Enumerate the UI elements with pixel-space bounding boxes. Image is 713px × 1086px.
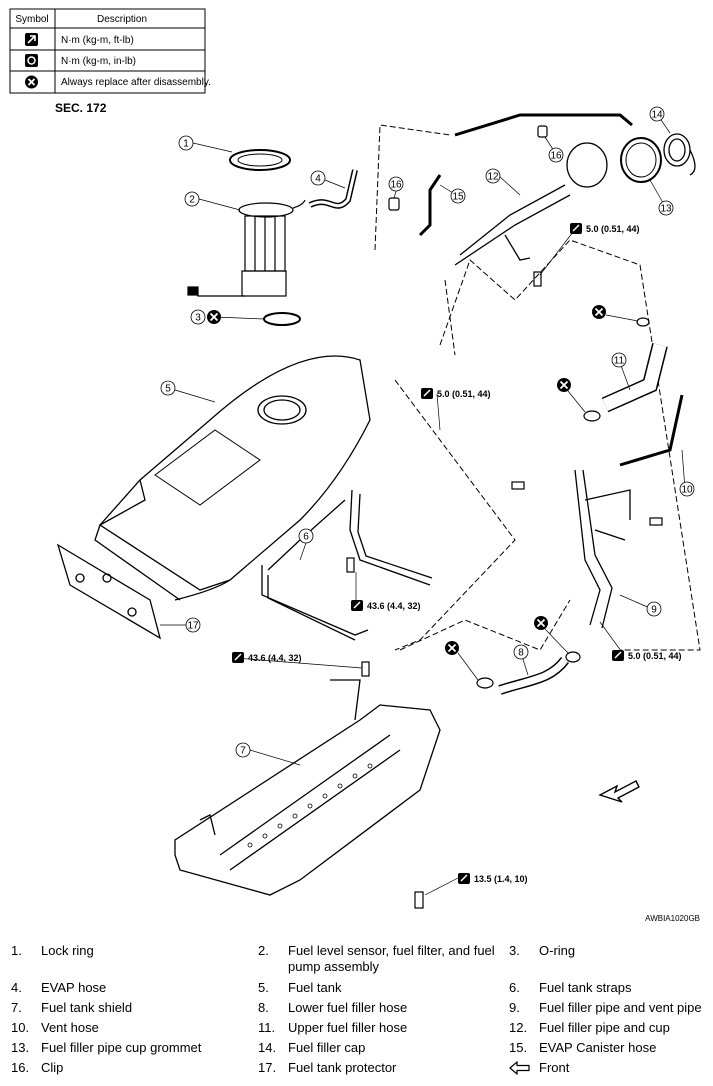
vent-hose xyxy=(619,394,684,467)
torque-value: 5.0 (0.51, 44) xyxy=(437,389,491,399)
section-label: SEC. 172 xyxy=(55,101,107,115)
symbol-row-2-text: N·m (kg-m, in-lb) xyxy=(61,56,136,67)
figure-code: AWBIA1020GB xyxy=(645,914,700,923)
reference-lines xyxy=(374,124,701,651)
callout-8: 8 xyxy=(518,648,524,659)
fuel-filler-cap xyxy=(663,133,696,176)
callout-16-b: 16 xyxy=(550,151,562,162)
torque-wrench-icon xyxy=(458,873,470,884)
torque-value: 43.6 (4.4, 32) xyxy=(248,653,302,663)
callout-11: 11 xyxy=(614,356,625,367)
symbol-row-1-text: N·m (kg-m, ft-lb) xyxy=(61,35,134,46)
symbol-header: Symbol xyxy=(15,14,48,25)
replace-x-icon xyxy=(534,616,548,630)
torque-wrench-icon xyxy=(612,650,624,661)
callout-5: 5 xyxy=(165,384,171,395)
callout-numbers: 1 2 3 4 5 6 7 8 9 10 11 12 13 14 15 16 1… xyxy=(165,110,693,757)
callout-6: 6 xyxy=(303,532,309,543)
callout-3: 3 xyxy=(195,313,201,324)
fuel-tank xyxy=(94,355,371,601)
replace-x-icon xyxy=(557,378,571,392)
replace-x-icon xyxy=(592,305,606,319)
replace-x-icon xyxy=(207,310,221,324)
callout-10: 10 xyxy=(681,485,693,496)
replace-x-icon xyxy=(445,641,459,655)
fuel-pump-assembly xyxy=(187,199,306,297)
torque-wrench-icon xyxy=(421,388,433,399)
description-header: Description xyxy=(97,14,147,25)
torque-wrench-icon xyxy=(570,223,582,234)
filler-pipe-cup-grommet xyxy=(620,137,662,183)
callout-14: 14 xyxy=(651,110,663,121)
torque-value: 5.0 (0.51, 44) xyxy=(628,651,682,661)
torque-boxes xyxy=(232,223,624,884)
replace-markers xyxy=(207,305,606,655)
torque-wrench-inlb-icon xyxy=(25,54,38,67)
evap-canister-hose xyxy=(454,113,633,137)
torque-wrench-icon xyxy=(25,33,38,46)
evap-canister-hose-lower xyxy=(418,174,442,237)
torque-value: 13.5 (1.4, 10) xyxy=(474,874,528,884)
torque-wrench-icon xyxy=(232,652,244,663)
replace-leaders xyxy=(457,314,639,681)
replace-x-icon xyxy=(25,75,38,89)
front-arrow-icon xyxy=(598,780,640,803)
callout-7: 7 xyxy=(240,746,246,757)
callout-13: 13 xyxy=(660,204,672,215)
callout-17: 17 xyxy=(187,621,199,632)
clip xyxy=(388,125,548,211)
fuel-tank-shield xyxy=(174,679,441,896)
exploded-diagram: Symbol Description N·m (kg-m, ft-lb) N·m… xyxy=(9,8,701,923)
callout-12: 12 xyxy=(487,172,499,183)
torque-wrench-icon xyxy=(351,600,363,611)
callout-circles xyxy=(160,106,695,758)
lock-ring xyxy=(229,149,291,171)
fuel-tank-protector xyxy=(56,543,162,640)
callout-1: 1 xyxy=(183,139,189,150)
fuel-filler-pipe xyxy=(574,469,631,629)
torque-value: 5.0 (0.51, 44) xyxy=(586,224,640,234)
callout-15: 15 xyxy=(452,192,464,203)
fuel-filler-pipe-and-cup xyxy=(454,142,608,266)
torque-values: 5.0 (0.51, 44) 5.0 (0.51, 44) 43.6 (4.4,… xyxy=(248,224,682,884)
symbol-row-3-text: Always replace after disassembly. xyxy=(61,77,211,88)
shield-holes xyxy=(247,763,373,848)
front-arrow-icon xyxy=(509,1060,530,1076)
callout-16-a: 16 xyxy=(390,180,402,191)
torque-value: 43.6 (4.4, 32) xyxy=(367,601,421,611)
callout-4: 4 xyxy=(315,174,321,185)
callout-9: 9 xyxy=(651,605,657,616)
symbol-table xyxy=(9,8,206,94)
o-ring xyxy=(263,312,301,326)
hardware xyxy=(346,271,663,909)
callout-2: 2 xyxy=(189,195,195,206)
